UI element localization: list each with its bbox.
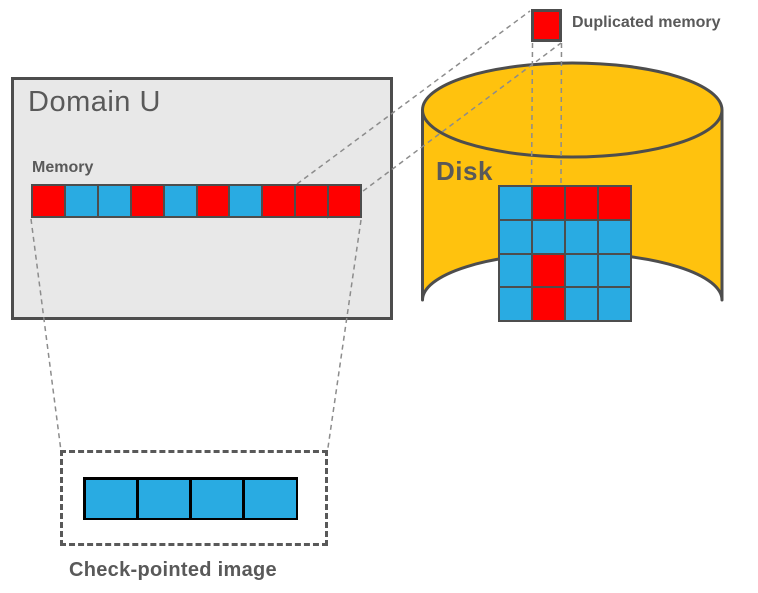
memory-cell: [65, 186, 97, 216]
disk-grid-cell: [566, 187, 597, 219]
disk-grid-cell: [566, 288, 597, 320]
domain-u-label: Domain U: [28, 86, 161, 118]
disk-grid-cell: [533, 254, 564, 287]
memory-cell: [197, 186, 229, 216]
memory-cell: [263, 186, 295, 216]
memory-cell: [164, 186, 196, 216]
checkpoint-strip: [83, 477, 298, 520]
disk-grid-cell: [500, 288, 531, 320]
legend-to-grid-right-dash-line: [560, 42, 563, 186]
disk-grid: [498, 185, 632, 322]
disk-grid-cell: [566, 254, 597, 287]
disk-label: Disk: [436, 156, 493, 186]
checkpoint-dashed-box: [60, 450, 328, 546]
memory-label: Memory: [32, 159, 94, 176]
disk-grid-cell: [500, 254, 531, 287]
disk-grid-cell: [533, 187, 564, 219]
disk-grid-cell: [599, 187, 630, 219]
disk-grid-cell: [599, 288, 630, 320]
legend-to-grid-left-dash-line: [530, 42, 534, 186]
memory-cell: [329, 186, 361, 216]
duplicated-memory-swatch: [531, 9, 562, 42]
disk-top-ellipse: [421, 61, 724, 159]
checkpoint-cell: [138, 479, 190, 518]
disk-grid-cell: [533, 220, 564, 253]
disk-grid-cell: [533, 288, 564, 320]
checkpoint-label: Check-pointed image: [69, 559, 277, 581]
disk-grid-cell: [500, 220, 531, 253]
checkpoint-cell: [191, 479, 243, 518]
disk-grid-cell: [599, 220, 630, 253]
memory-cell: [296, 186, 328, 216]
disk-grid-cell: [599, 254, 630, 287]
duplicated-memory-label: Duplicated memory: [572, 14, 721, 31]
memory-strip: [31, 184, 362, 218]
memory-cell: [33, 186, 64, 216]
memory-cell: [230, 186, 262, 216]
memory-cell: [98, 186, 130, 216]
checkpoint-cell: [85, 479, 137, 518]
disk-grid-cell: [566, 220, 597, 253]
checkpoint-cell: [244, 479, 296, 518]
disk-grid-cell: [500, 187, 531, 219]
memory-cell: [131, 186, 163, 216]
